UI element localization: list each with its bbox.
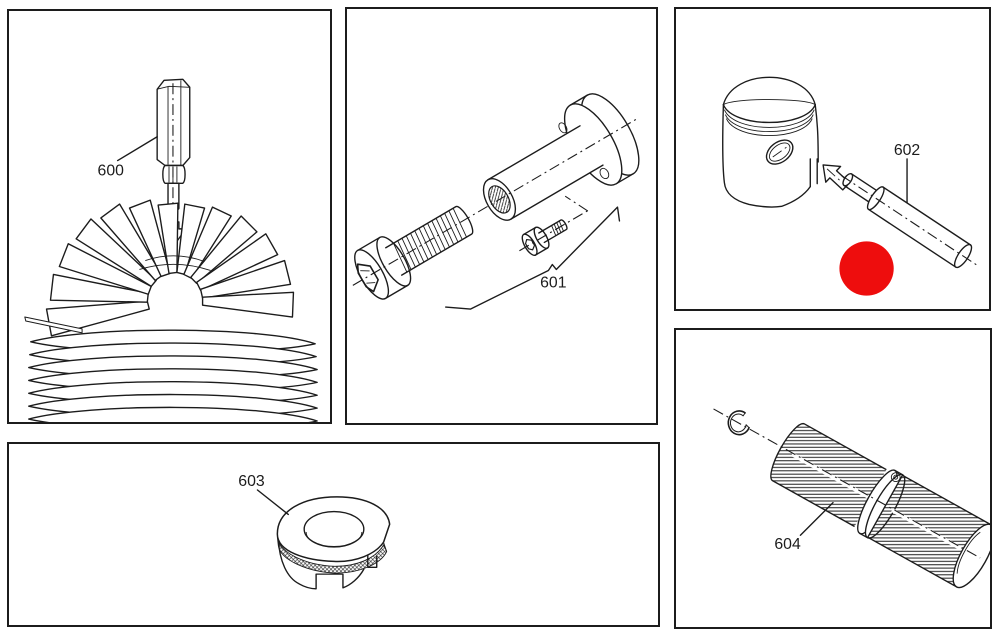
- piston-pin-illustration: 604: [713, 408, 990, 589]
- red-marker-dot[interactable]: [839, 241, 894, 296]
- small-bolt-group: [519, 209, 589, 256]
- panel-plug-cap: 603: [7, 442, 660, 627]
- leader-line-603: [256, 489, 289, 516]
- cap-skirt: [277, 538, 365, 590]
- cylinder-head-radial-fins: [45, 199, 295, 337]
- leader-line-604: [799, 501, 834, 536]
- plug-cap: [276, 496, 391, 590]
- pin-end-face: [952, 523, 990, 589]
- main-centerline: [352, 119, 637, 286]
- cap-top-face: [276, 496, 391, 563]
- plug-cap-illustration: 603: [238, 473, 391, 590]
- panel-piston-and-drift: 602: [674, 7, 991, 311]
- hex-tool-knurl: [162, 164, 186, 185]
- part-number-label-602: 602: [894, 142, 920, 159]
- group-bracket: [445, 206, 621, 310]
- hex-tool-body: [156, 78, 191, 167]
- small-bolt-centerline: [519, 209, 589, 252]
- pin-group: [770, 422, 990, 589]
- cap-hatched-band: [276, 536, 388, 574]
- panel-piston-pin: 604: [674, 328, 992, 629]
- retaining-clip-detail: [890, 472, 901, 483]
- leader-line-600: [116, 136, 158, 162]
- tool-centerline: [840, 174, 979, 267]
- cylinder-head-horizontal-fins: [28, 329, 318, 422]
- cap-center-hole: [303, 510, 365, 548]
- part-number-label-603: 603: [238, 473, 265, 490]
- part-number-label-601: 601: [540, 274, 567, 291]
- piston-illustration: 602: [722, 76, 979, 296]
- panel-cylinder-head: 600: [7, 9, 332, 424]
- cylinder-head-illustration: 600: [24, 78, 318, 422]
- side-fin: [24, 316, 83, 334]
- screw-spacer-illustration: 601: [352, 93, 640, 310]
- alignment-line: [564, 195, 589, 212]
- wrist-pin-hole: [765, 139, 794, 165]
- panel-screw-and-spacer: 601: [345, 7, 658, 425]
- screw-and-spacer-group: [352, 93, 640, 300]
- flange-hole: [558, 122, 568, 134]
- part-number-label-600: 600: [98, 162, 125, 179]
- circlip: [727, 410, 750, 436]
- piston: [722, 76, 819, 208]
- drift-tool: [840, 172, 979, 269]
- hex-socket: [356, 263, 379, 293]
- flange-notch: [599, 167, 610, 180]
- part-number-label-604: 604: [774, 536, 801, 553]
- pin-centerline: [713, 408, 981, 559]
